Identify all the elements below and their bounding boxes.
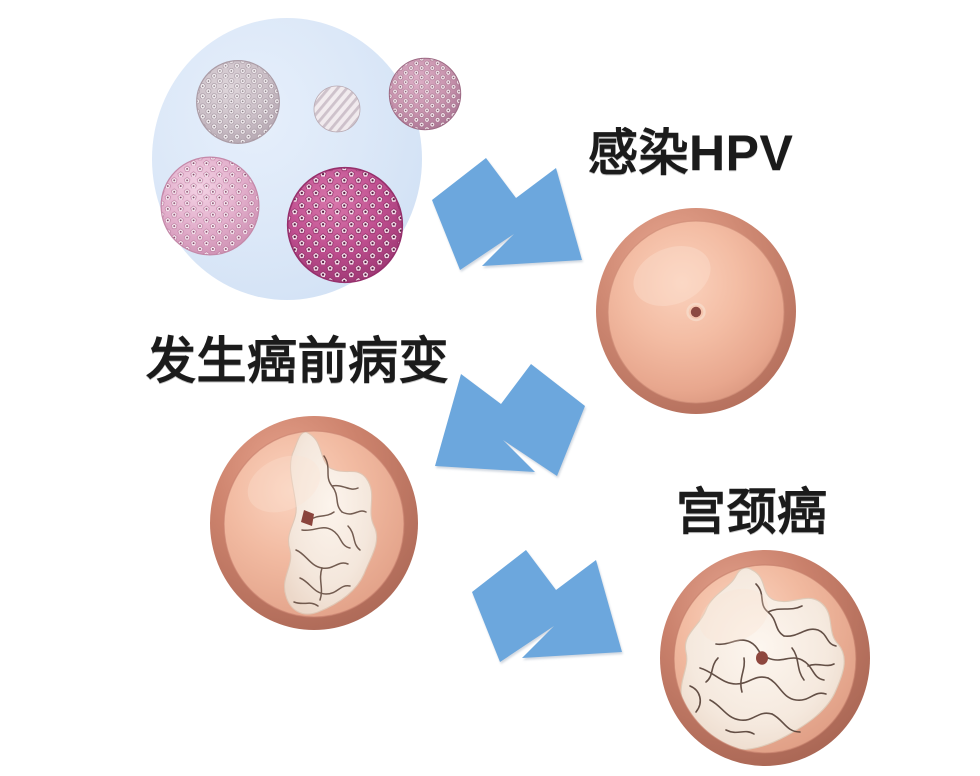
- cervical-os: [690, 306, 702, 318]
- arrow-shape: [435, 364, 585, 476]
- precancerous-lesion-patch: [284, 431, 378, 615]
- hpv-virion-magenta-icon: [284, 164, 406, 286]
- capsid-shell: [312, 84, 362, 134]
- cervical-os: [301, 510, 314, 526]
- stage-label-precancerous: 发生癌前病变: [146, 333, 449, 389]
- capsid-shell: [194, 58, 282, 146]
- hpv-virion-pale-icon: [194, 58, 282, 146]
- cervix-cancer-illustration: [656, 548, 874, 768]
- hpv-virion-pink-icon: [158, 154, 262, 258]
- capsid-shell: [158, 154, 262, 258]
- arrow-shape: [432, 158, 582, 270]
- lesion-vasculature: [293, 455, 367, 607]
- arrow-precancerous-to-cancer: [464, 544, 630, 668]
- cervix-healthy-illustration: [592, 206, 800, 416]
- lesion-vasculature: [689, 583, 837, 735]
- capsid-shell: [387, 56, 463, 132]
- capsid-shell: [284, 164, 406, 286]
- arrow-hpv-to-infected: [424, 152, 590, 276]
- arrow-shape: [472, 550, 622, 662]
- stage-label-cancer: 宫颈癌: [676, 484, 828, 540]
- cervical-os: [756, 651, 768, 665]
- cervix-precancerous-illustration: [206, 414, 422, 632]
- hpv-virion-striped-icon: [312, 84, 362, 134]
- hpv-virion-mauve-icon: [387, 56, 463, 132]
- hpv-virion-cluster: [152, 18, 462, 308]
- arrow-infected-to-precancerous: [427, 358, 593, 482]
- stage-label-infected: 感染HPV: [588, 125, 794, 181]
